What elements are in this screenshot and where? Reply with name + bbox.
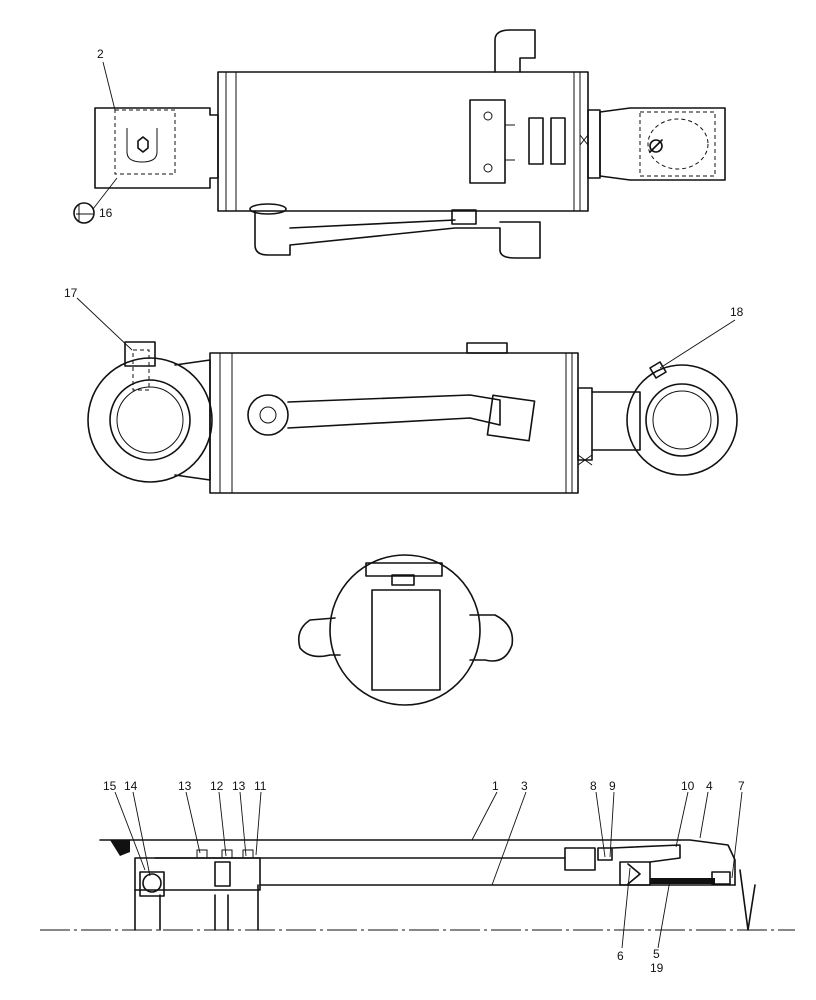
cylinder-section-view xyxy=(40,839,795,931)
callout-7: 7 xyxy=(738,779,745,793)
cylinder-top-view xyxy=(73,29,726,259)
callout-13a: 13 xyxy=(178,779,192,793)
callout-19: 19 xyxy=(650,961,664,975)
callout-15: 15 xyxy=(103,779,117,793)
callout-6: 6 xyxy=(617,949,624,963)
callout-18: 18 xyxy=(730,305,744,319)
callout-9: 9 xyxy=(609,779,616,793)
callout-11: 11 xyxy=(254,779,267,793)
callout-numbers: 2 16 17 18 15 14 13 12 13 11 1 3 8 9 10 … xyxy=(64,47,745,975)
callout-3: 3 xyxy=(521,779,528,793)
callout-1: 1 xyxy=(492,779,499,793)
callout-17: 17 xyxy=(64,286,78,300)
cylinder-end-view xyxy=(297,554,514,706)
leader-lines xyxy=(76,61,743,949)
callout-4: 4 xyxy=(706,779,713,793)
callout-8: 8 xyxy=(590,779,597,793)
callout-2: 2 xyxy=(97,47,104,61)
callout-14: 14 xyxy=(124,779,138,793)
cylinder-side-view xyxy=(87,341,738,494)
callout-5: 5 xyxy=(653,947,660,961)
callout-10: 10 xyxy=(681,779,695,793)
callout-12: 12 xyxy=(210,779,224,793)
callout-13b: 13 xyxy=(232,779,246,793)
callout-16: 16 xyxy=(99,206,113,220)
